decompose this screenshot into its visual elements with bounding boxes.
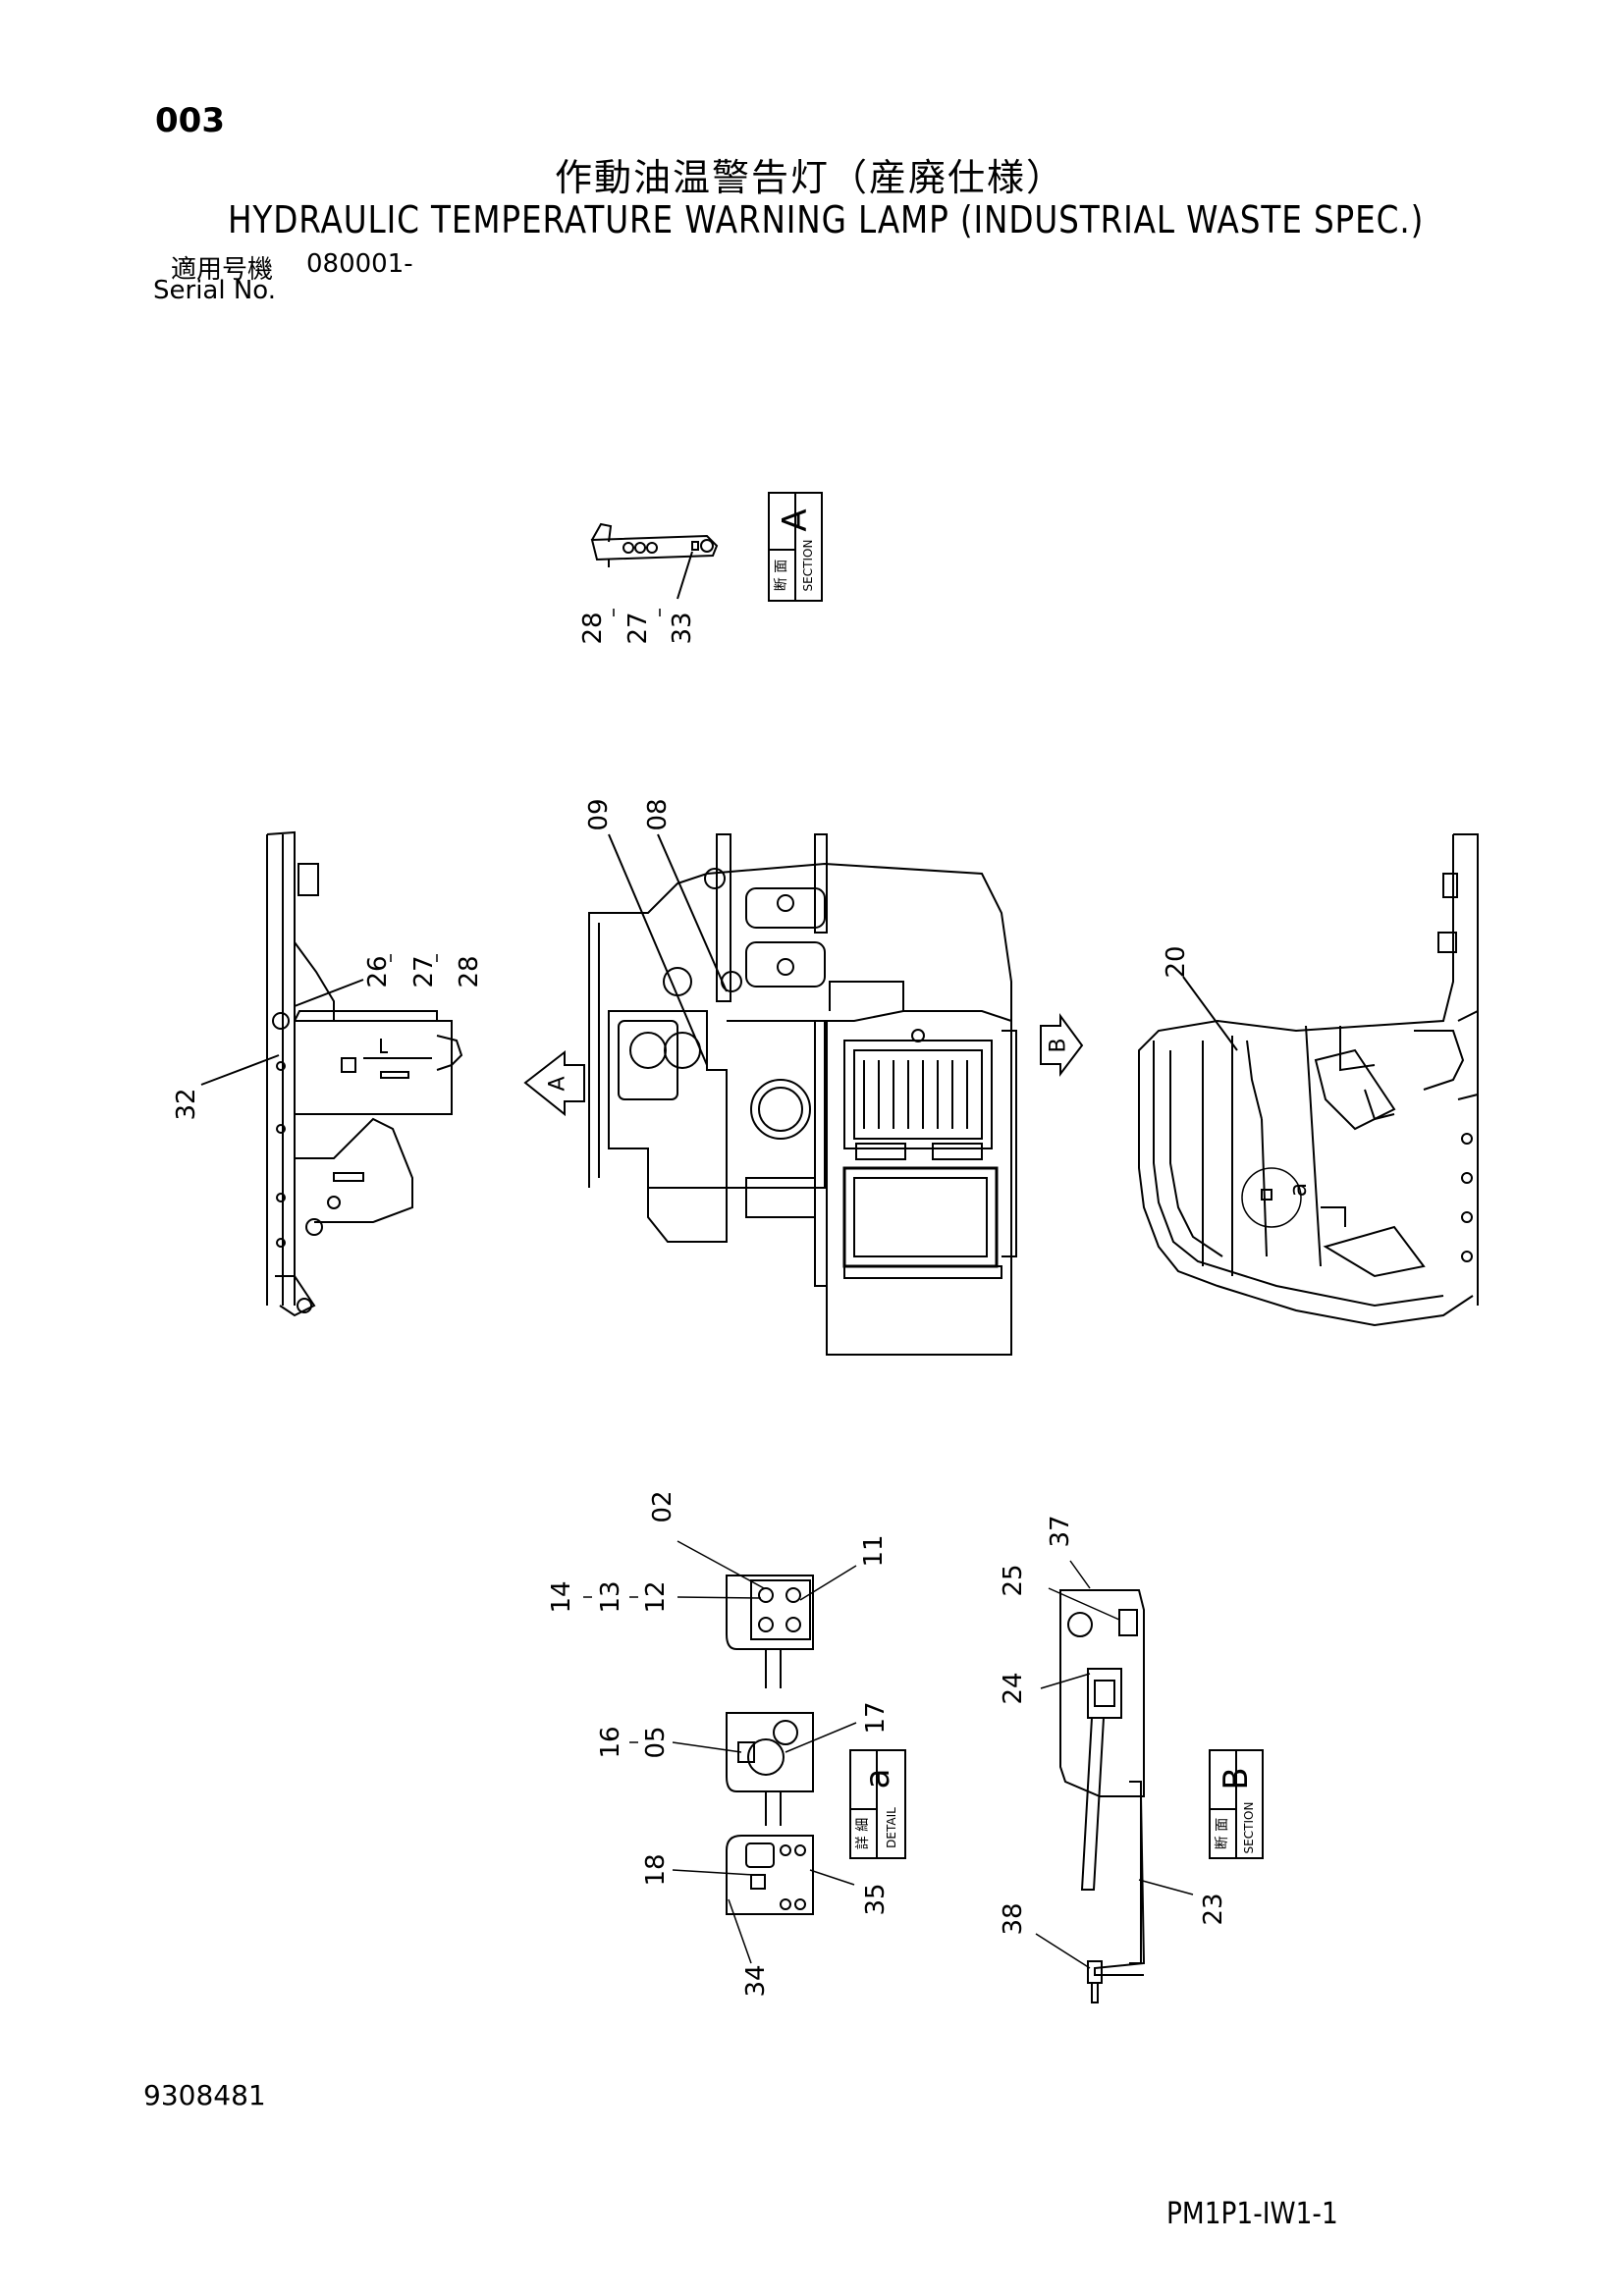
left-elevation-view — [266, 830, 463, 1317]
view-arrow-b: B — [1040, 1012, 1084, 1077]
callout-16: 16 — [596, 1726, 625, 1758]
callout-14: 14 — [547, 1580, 576, 1613]
detail-a-letter: a — [858, 1769, 897, 1789]
section-b-letter: B — [1217, 1767, 1256, 1789]
callout-05: 05 — [641, 1726, 671, 1758]
section-b-leader-lines — [1035, 1560, 1194, 1969]
callout-38: 38 — [999, 1902, 1028, 1935]
detail-a-jp: 詳 細 — [855, 1818, 871, 1849]
callout-20: 20 — [1162, 945, 1191, 978]
arrow-a-letter: A — [546, 1076, 570, 1091]
callout-08: 08 — [643, 798, 673, 830]
callout-37: 37 — [1046, 1515, 1075, 1547]
callout-02: 02 — [648, 1490, 677, 1522]
section-b-tag: B 断 面 SECTION — [1209, 1749, 1264, 1859]
callout-28-a: 28 — [578, 612, 608, 644]
section-a-en: SECTION — [801, 540, 815, 592]
view-arrow-a: A — [523, 1049, 585, 1117]
callout-23: 23 — [1199, 1893, 1228, 1925]
callout-24: 24 — [999, 1672, 1028, 1704]
callout-17: 17 — [861, 1701, 891, 1734]
section-b-en: SECTION — [1242, 1802, 1256, 1854]
section-a-callouts: 28 27 33 — [578, 612, 697, 644]
section-b-callouts: 37 25 24 23 38 — [999, 1515, 1228, 1935]
detail-circle-a-letter: a — [1284, 1183, 1312, 1198]
section-a-view — [590, 522, 719, 600]
callout-18: 18 — [641, 1853, 671, 1886]
section-a-jp: 断 面 — [774, 560, 789, 591]
callout-12: 12 — [641, 1580, 671, 1613]
serial-number-value: 080001- — [306, 249, 413, 279]
callout-26: 26 — [363, 955, 393, 988]
section-a-tag: A 断 面 SECTION — [768, 492, 823, 602]
callout-11: 11 — [859, 1534, 889, 1567]
right-view-callouts: 20 a — [1162, 945, 1312, 1197]
right-elevation-view — [1138, 833, 1479, 1327]
callout-33-a: 33 — [668, 612, 697, 644]
section-a-letter: A — [776, 508, 815, 531]
callout-13: 13 — [596, 1580, 625, 1613]
callout-09: 09 — [584, 798, 614, 830]
page-number: 003 — [155, 101, 225, 140]
machine-top-view — [588, 833, 1017, 1356]
detail-a-en: DETAIL — [885, 1807, 898, 1848]
detail-a-tag: a 詳 細 DETAIL — [849, 1749, 906, 1859]
detail-a-leader-lines — [672, 1540, 857, 1964]
serial-label-english: Serial No. — [153, 276, 276, 305]
section-b-jp: 断 面 — [1215, 1818, 1230, 1849]
document-number: 9308481 — [143, 2079, 266, 2111]
callout-32: 32 — [172, 1088, 201, 1120]
callout-25: 25 — [999, 1564, 1028, 1596]
title-english: HYDRAULIC TEMPERATURE WARNING LAMP (INDU… — [228, 198, 1425, 241]
detail-a-bottom-view — [726, 1835, 814, 1915]
callout-28: 28 — [455, 955, 484, 988]
title-japanese: 作動油温警告灯（産廃仕様） — [555, 156, 1066, 199]
left-view-callouts: 26 27 28 32 — [172, 955, 484, 1120]
center-view-callouts: 09 08 — [584, 798, 673, 830]
callout-27-a: 27 — [623, 612, 653, 644]
detail-a-callouts: 02 11 14 13 12 16 05 17 18 35 34 — [547, 1490, 891, 1997]
callout-27: 27 — [409, 955, 439, 988]
drawing-code: PM1P1-IW1-1 — [1166, 2197, 1338, 2231]
section-b-view — [1059, 1589, 1146, 2003]
detail-a-middle-view — [726, 1712, 814, 1826]
detail-a-top-view — [726, 1575, 814, 1688]
callout-35: 35 — [861, 1883, 891, 1915]
callout-34: 34 — [741, 1964, 771, 1997]
serial-label-japanese: 適用号機 — [171, 255, 274, 285]
arrow-b-letter: B — [1047, 1038, 1071, 1052]
